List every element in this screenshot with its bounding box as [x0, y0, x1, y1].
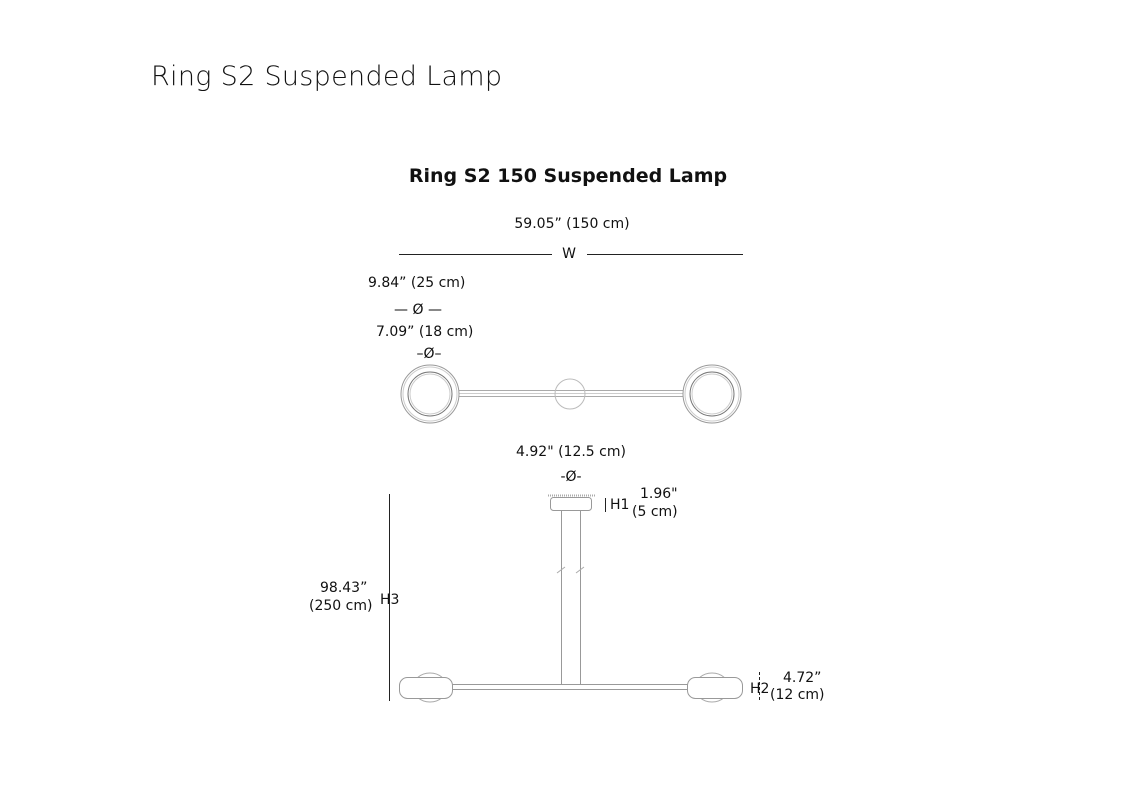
outer-diameter-dimension: 9.84” (25 cm) [368, 275, 466, 291]
right-ring [682, 364, 742, 424]
width-dimension: 59.05” (150 cm) [514, 216, 630, 232]
canopy-diameter-symbol: -Ø- [560, 469, 582, 485]
h1-inches: 1.96" [640, 486, 678, 502]
canopy-diameter-dimension: 4.92" (12.5 cm) [516, 444, 626, 460]
left-ring [400, 364, 460, 424]
top-view [400, 364, 742, 424]
h1-cm: (5 cm) [632, 504, 678, 520]
page-title: Ring S2 Suspended Lamp [151, 61, 503, 92]
h3-cm: (250 cm) [309, 598, 373, 614]
inner-diameter-dimension: 7.09” (18 cm) [376, 324, 474, 340]
h2-inches: 4.72” [783, 670, 822, 686]
h1-label: H1 [610, 497, 630, 513]
height-dimension-lines [389, 494, 760, 701]
side-view [399, 494, 743, 703]
right-lamp-head [687, 672, 743, 703]
h2-cm: (12 cm) [770, 687, 825, 703]
h3-inches: 98.43” [320, 580, 368, 596]
width-label: W [562, 246, 576, 262]
inner-diameter-symbol: –Ø– [416, 346, 442, 362]
left-lamp-head [399, 672, 453, 703]
drawing-title: Ring S2 150 Suspended Lamp [408, 165, 728, 187]
outer-diameter-symbol: — Ø — [394, 302, 442, 318]
